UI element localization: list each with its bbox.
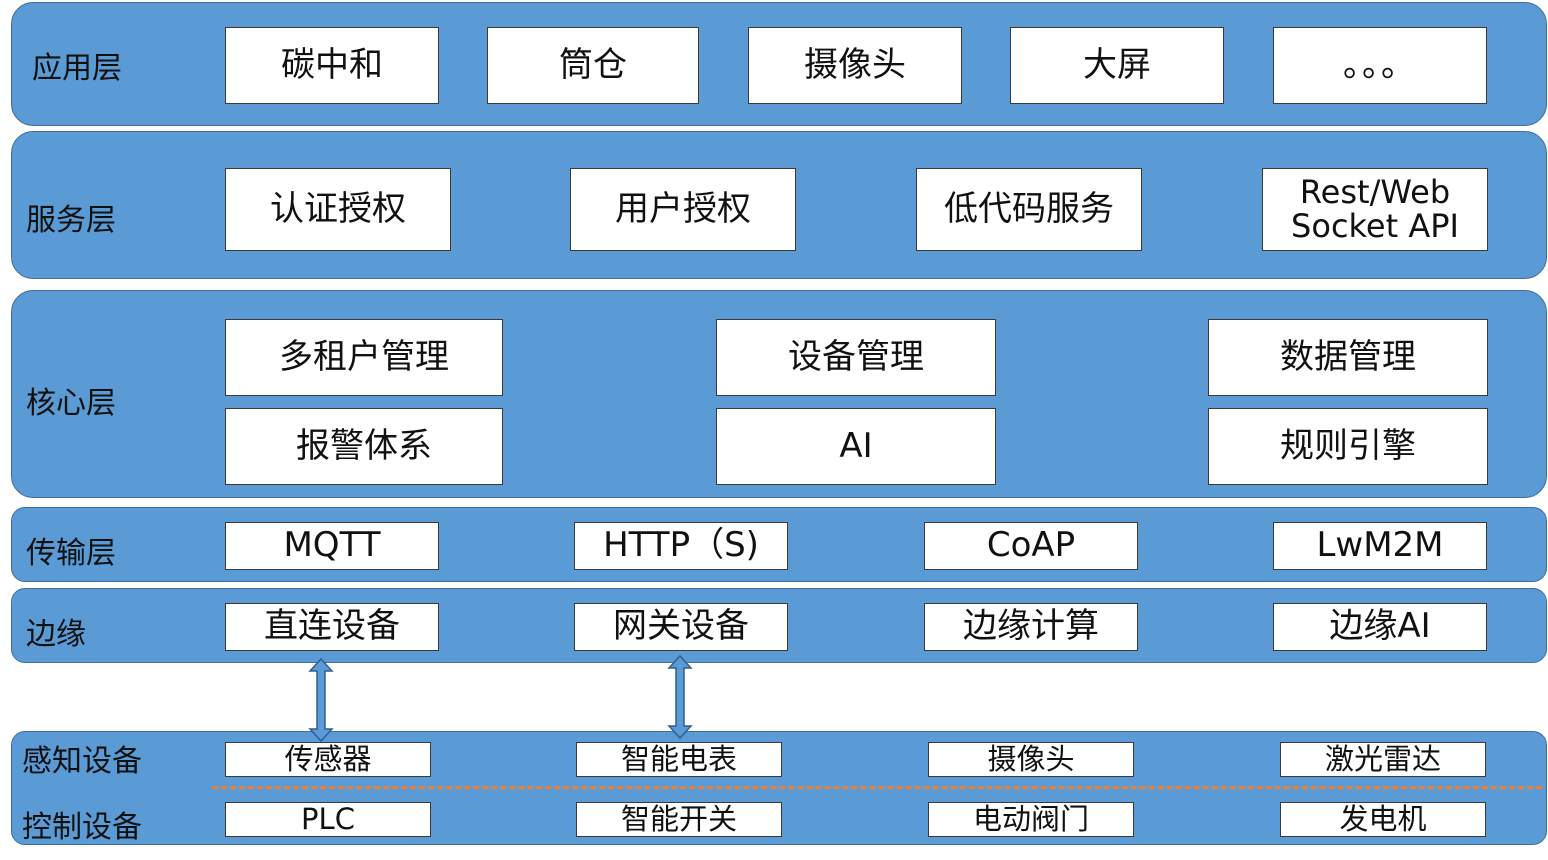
sensing-lidar: 激光雷达: [1280, 742, 1486, 777]
control-generator: 发电机: [1280, 802, 1486, 837]
edge-ai: 边缘AI: [1273, 603, 1487, 651]
transport-mqtt: MQTT: [225, 522, 439, 570]
transport-http: HTTP（S): [574, 522, 788, 570]
control-electric-valve: 电动阀门: [928, 802, 1134, 837]
app-silo: 筒仓: [487, 27, 699, 104]
sensing-control-divider: [212, 786, 1542, 789]
transport-lwm2m: LwM2M: [1273, 522, 1487, 570]
core-alarm-system: 报警体系: [225, 408, 503, 485]
core-data-management: 数据管理: [1208, 319, 1488, 396]
sensing-smart-meter: 智能电表: [576, 742, 782, 777]
service-api-line-1: Rest/Web: [1299, 172, 1451, 211]
app-big-screen: 大屏: [1010, 27, 1224, 104]
edge-layer-label: 边缘: [26, 617, 86, 652]
transport-layer-label: 传输层: [26, 536, 116, 571]
service-rest-websocket-api: Rest/Web Socket API: [1262, 168, 1488, 251]
core-device-management: 设备管理: [716, 319, 996, 396]
edge-direct-device: 直连设备: [225, 603, 439, 651]
edge-gateway-device: 网关设备: [574, 603, 788, 651]
core-multi-tenant: 多租户管理: [225, 319, 503, 396]
service-authentication: 认证授权: [225, 168, 451, 251]
service-user-authorization: 用户授权: [570, 168, 796, 251]
application-layer-label: 应用层: [32, 51, 122, 86]
transport-coap: CoAP: [924, 522, 1138, 570]
app-more: 。。。: [1273, 27, 1487, 104]
sensing-sensor: 传感器: [225, 742, 431, 777]
core-rule-engine: 规则引擎: [1208, 408, 1488, 485]
service-layer-label: 服务层: [26, 203, 116, 238]
service-low-code: 低代码服务: [916, 168, 1142, 251]
core-ai: AI: [716, 408, 996, 485]
core-layer-label: 核心层: [26, 386, 116, 421]
control-devices-label: 控制设备: [22, 810, 142, 845]
sensing-devices-label: 感知设备: [22, 744, 142, 779]
double-headed-arrow-icon: [667, 654, 693, 740]
app-camera: 摄像头: [748, 27, 962, 104]
double-headed-arrow-icon: [308, 657, 334, 743]
app-carbon-neutral: 碳中和: [225, 27, 439, 104]
service-api-line-2: Socket API: [1291, 206, 1459, 245]
control-smart-switch: 智能开关: [576, 802, 782, 837]
sensing-camera: 摄像头: [928, 742, 1134, 777]
edge-computing: 边缘计算: [924, 603, 1138, 651]
control-plc: PLC: [225, 802, 431, 837]
